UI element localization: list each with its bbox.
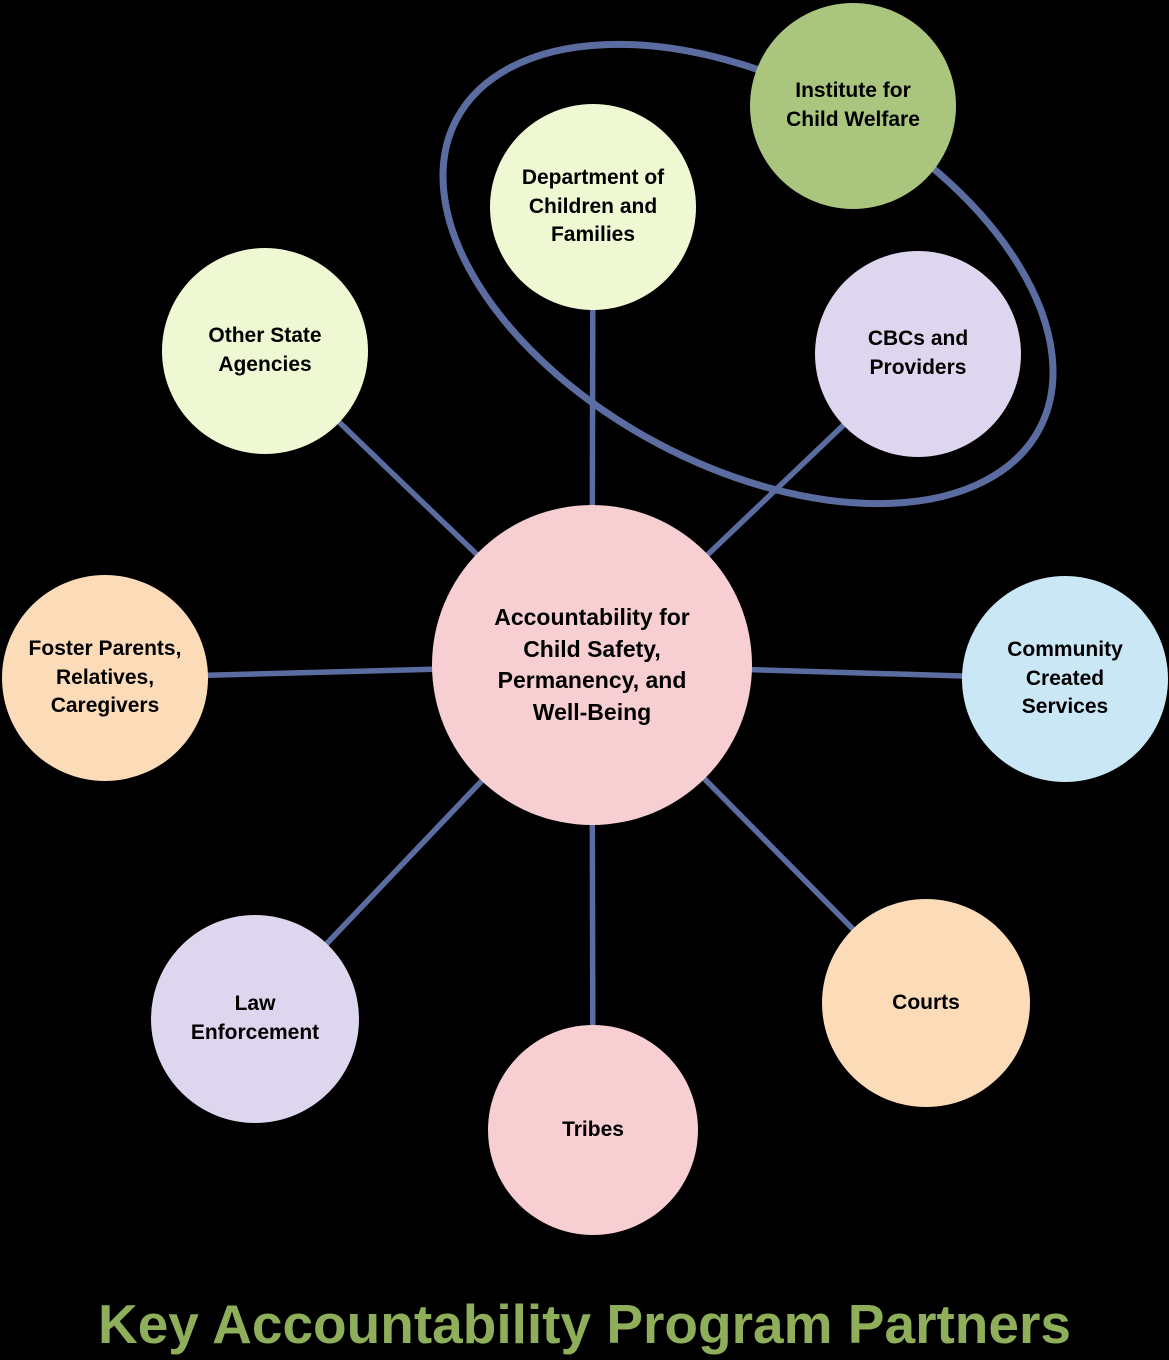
node-label: Tribes xyxy=(562,1117,624,1141)
node-label: Other State Agencies xyxy=(208,324,322,376)
node-other-state-agencies: Other State Agencies xyxy=(162,248,368,454)
node-community-created-services: Community Created Services xyxy=(962,576,1168,782)
partners-group-ellipse xyxy=(439,40,1057,508)
node-department-of-children-and-families: Department of Children and Families xyxy=(490,104,696,310)
node-label: Community Created Services xyxy=(1007,638,1123,719)
hub-circle-accountability: Accountability for Child Safety, Permane… xyxy=(432,505,752,825)
node-courts: Courts xyxy=(822,899,1030,1107)
node-label: Foster Parents, Relatives, Caregivers xyxy=(28,637,182,718)
node-law-enforcement: Law Enforcement xyxy=(151,915,359,1123)
node-label: Department of Children and Families xyxy=(521,166,665,247)
node-institute-for-child-welfare: Institute for Child Welfare xyxy=(750,3,956,209)
node-cbcs-and-providers: CBCs and Providers xyxy=(815,251,1021,457)
node-tribes: Tribes xyxy=(488,1025,698,1235)
hub-label: Accountability for Child Safety, Permane… xyxy=(494,604,690,725)
node-label: Law Enforcement xyxy=(190,992,320,1044)
diagram-title: Key Accountability Program Partners xyxy=(98,1293,1071,1355)
node-label: Institute for Child Welfare xyxy=(786,79,920,131)
node-label: CBCs and Providers xyxy=(867,327,969,379)
node-foster-parents-relatives-caregivers: Foster Parents, Relatives, Caregivers xyxy=(2,575,208,781)
node-label: Courts xyxy=(892,990,960,1014)
